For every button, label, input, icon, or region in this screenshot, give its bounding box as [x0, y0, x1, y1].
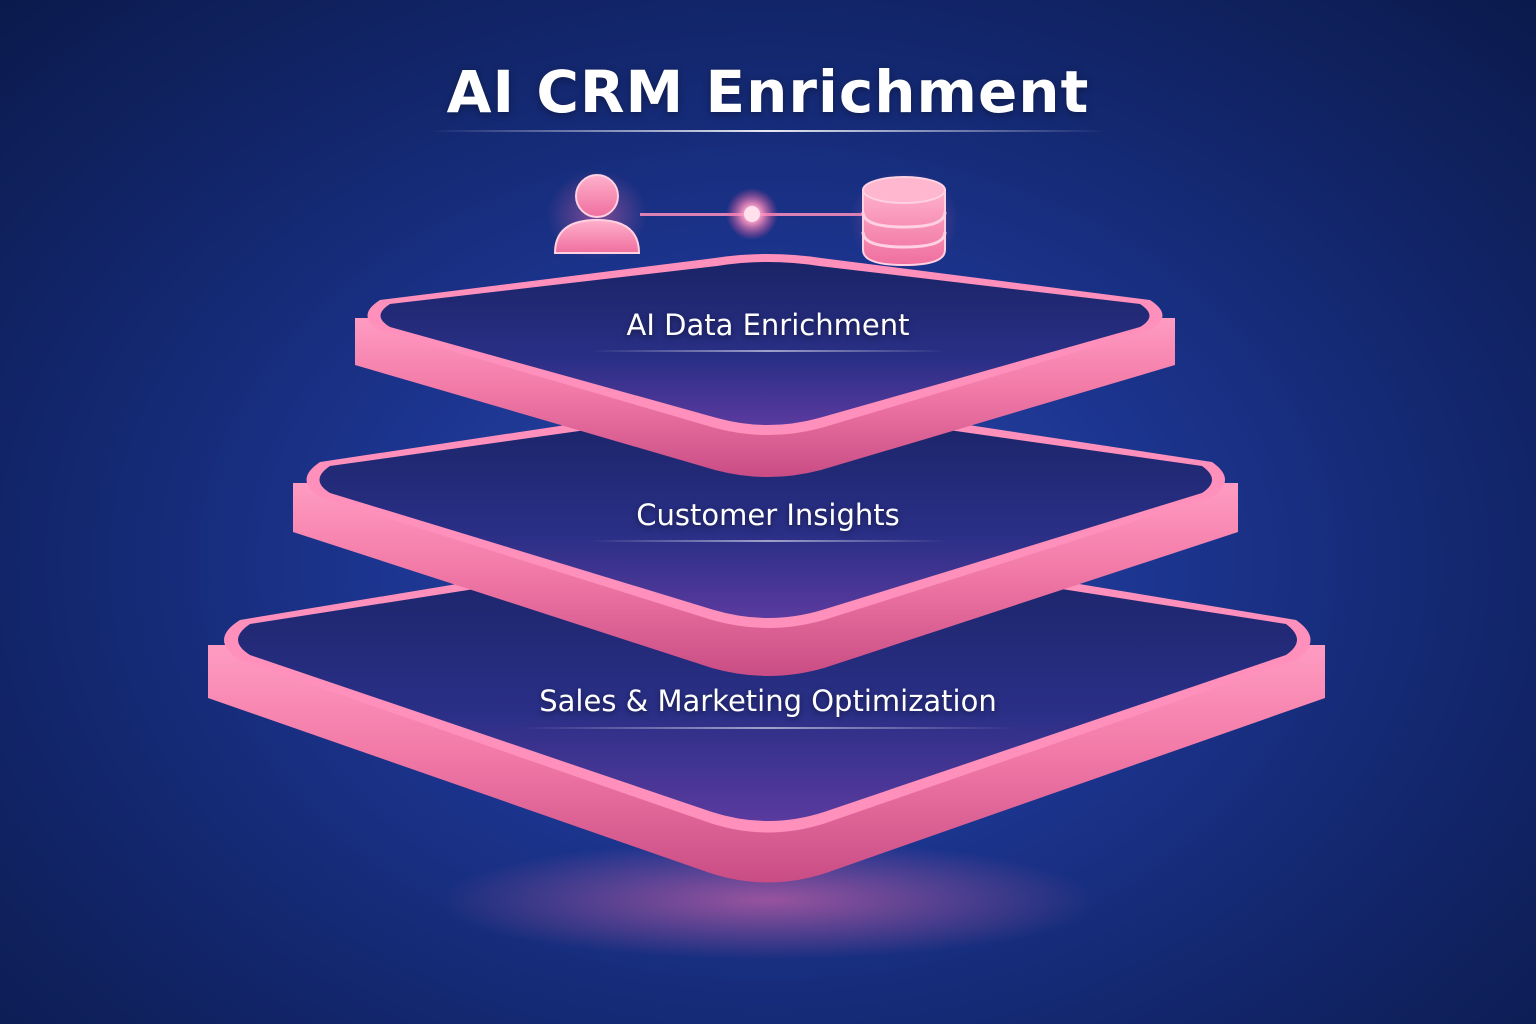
- tier-label-customer-insights: Customer Insights: [636, 498, 900, 532]
- title-underline: [430, 130, 1106, 132]
- tier-label-sales-marketing: Sales & Marketing Optimization: [539, 684, 997, 718]
- tier-sales-marketing: [208, 537, 1325, 883]
- diagram-title: AI CRM Enrichment: [446, 58, 1090, 126]
- tier-label-underline: [590, 540, 946, 542]
- tier-label-ai-data-enrichment: AI Data Enrichment: [626, 308, 910, 342]
- tier-label-underline: [590, 350, 946, 352]
- tier-face: [238, 547, 1297, 821]
- tier-ai-data-enrichment: [355, 254, 1175, 477]
- tier-customer-insights: [293, 399, 1238, 676]
- connector-icon: [744, 206, 760, 222]
- tier-label-underline: [520, 727, 1016, 729]
- bottom-glow: [438, 840, 1098, 960]
- tier-face: [380, 262, 1150, 425]
- tier-face: [319, 408, 1212, 618]
- user-icon: [547, 170, 647, 260]
- database-icon: [849, 170, 959, 270]
